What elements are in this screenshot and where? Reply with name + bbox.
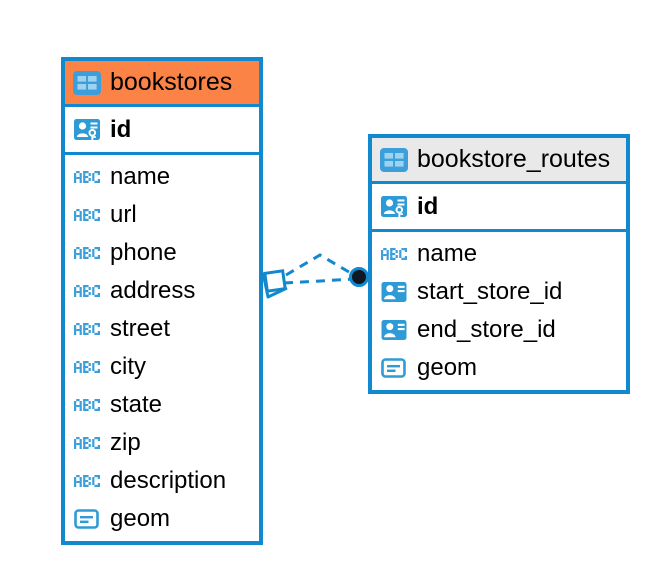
entity-title: bookstores xyxy=(110,68,233,96)
field-list-bookstore-routes: name start_store_id xyxy=(372,232,626,390)
field-label: address xyxy=(110,277,196,304)
table-icon xyxy=(73,70,101,96)
abc-text-icon xyxy=(73,242,101,264)
field-row-id[interactable]: id xyxy=(65,107,259,155)
foreign-key-icon xyxy=(380,318,408,342)
field-label: description xyxy=(110,467,227,494)
field-row-geom[interactable]: geom xyxy=(65,500,259,538)
abc-text-icon xyxy=(73,204,101,226)
entity-title: bookstore_routes xyxy=(417,145,611,173)
field-row-address[interactable]: address xyxy=(65,272,259,310)
abc-text-icon xyxy=(73,432,101,454)
entity-header-bookstore-routes[interactable]: bookstore_routes xyxy=(372,138,626,184)
primary-key-icon xyxy=(380,194,408,220)
crows-foot-marker xyxy=(261,269,288,299)
field-row-url[interactable]: url xyxy=(65,196,259,234)
field-row-end-store-id[interactable]: end_store_id xyxy=(372,311,626,349)
entity-header-bookstores[interactable]: bookstores xyxy=(65,61,259,107)
field-label: start_store_id xyxy=(417,278,563,305)
field-row-state[interactable]: state xyxy=(65,386,259,424)
field-label: geom xyxy=(110,505,171,532)
field-label: name xyxy=(110,163,171,190)
field-row-zip[interactable]: zip xyxy=(65,424,259,462)
field-label: end_store_id xyxy=(417,316,556,343)
abc-text-icon xyxy=(73,394,101,416)
field-list-bookstores: name xyxy=(65,155,259,541)
relationship-line-branch xyxy=(285,253,355,277)
abc-text-icon xyxy=(73,356,101,378)
field-row-id[interactable]: id xyxy=(372,184,626,232)
field-row-geom[interactable]: geom xyxy=(372,349,626,387)
field-row-name[interactable]: name xyxy=(372,235,626,273)
field-label: name xyxy=(417,240,478,267)
field-label: zip xyxy=(110,429,141,456)
field-row-street[interactable]: street xyxy=(65,310,259,348)
entity-table-bookstores[interactable]: bookstores id xyxy=(61,57,263,545)
abc-text-icon xyxy=(73,470,101,492)
entity-table-bookstore-routes[interactable]: bookstore_routes id xyxy=(368,134,630,394)
field-row-city[interactable]: city xyxy=(65,348,259,386)
geometry-icon xyxy=(380,356,408,380)
abc-text-icon xyxy=(73,166,101,188)
field-label: geom xyxy=(417,354,478,381)
primary-key-icon xyxy=(73,117,101,143)
field-label: city xyxy=(110,353,146,380)
table-icon xyxy=(380,147,408,173)
field-label: phone xyxy=(110,239,177,266)
geometry-icon xyxy=(73,507,101,531)
foreign-key-icon xyxy=(380,280,408,304)
field-label: id xyxy=(110,115,132,143)
abc-text-icon xyxy=(380,243,408,265)
field-row-start-store-id[interactable]: start_store_id xyxy=(372,273,626,311)
field-label: id xyxy=(417,192,439,220)
field-row-phone[interactable]: phone xyxy=(65,234,259,272)
abc-text-icon xyxy=(73,280,101,302)
field-label: url xyxy=(110,201,137,228)
field-row-name[interactable]: name xyxy=(65,158,259,196)
abc-text-icon xyxy=(73,318,101,340)
field-label: state xyxy=(110,391,163,418)
field-row-description[interactable]: description xyxy=(65,462,259,500)
relationship-line-middle xyxy=(283,277,356,285)
field-label: street xyxy=(110,315,171,342)
filled-circle-marker xyxy=(349,267,369,287)
